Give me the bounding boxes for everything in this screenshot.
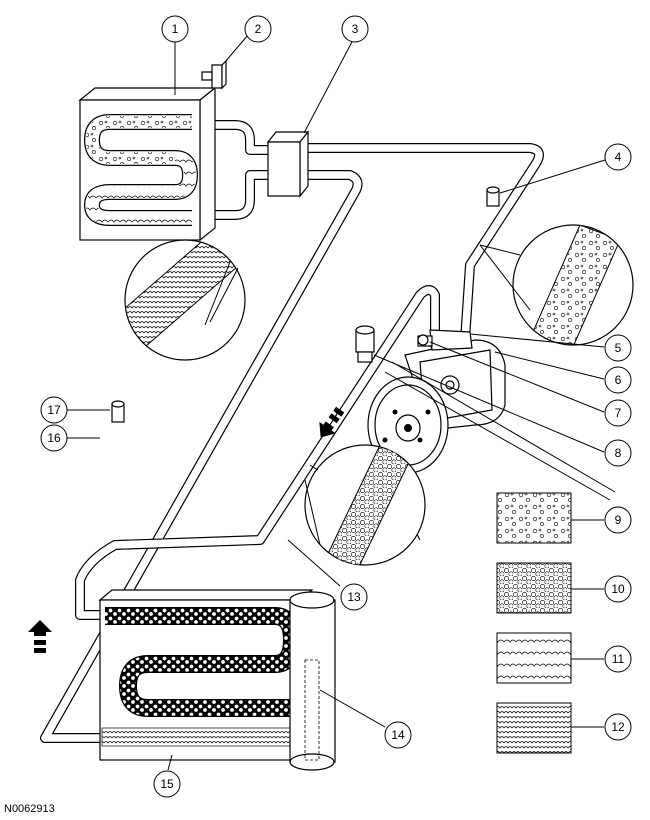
callout-number: 16 xyxy=(47,431,61,445)
callout-17: 17 xyxy=(40,396,68,424)
callout-number: 11 xyxy=(612,652,625,666)
magnifier-liquid-line xyxy=(124,239,246,361)
callout-10: 10 xyxy=(604,575,632,603)
callout-number: 5 xyxy=(615,341,622,355)
condenser-fitting xyxy=(201,59,227,90)
flow-direction-arrow xyxy=(319,406,345,438)
service-port-low xyxy=(111,400,125,423)
callout-number: 8 xyxy=(615,446,622,460)
callout-number: 4 xyxy=(615,150,622,164)
callout-number: 14 xyxy=(391,728,405,742)
magnifier-suction-line xyxy=(304,444,426,566)
callout-number: 15 xyxy=(160,777,174,791)
legend-swatch-vapor-high-density xyxy=(496,562,572,614)
callout-number: 9 xyxy=(615,513,622,527)
legend-swatch-vapor-low-density xyxy=(496,492,572,544)
callout-6: 6 xyxy=(604,366,632,394)
legend-swatch-liquid-high xyxy=(496,702,572,754)
legend-swatches xyxy=(496,492,572,754)
callout-3: 3 xyxy=(341,15,369,43)
callout-5: 5 xyxy=(604,334,632,362)
callout-13: 13 xyxy=(340,583,368,611)
service-port-high xyxy=(486,186,500,207)
callout-number: 13 xyxy=(347,590,361,604)
callout-number: 3 xyxy=(352,22,359,36)
callout-number: 10 xyxy=(611,582,625,596)
callout-4: 4 xyxy=(604,143,632,171)
callout-11: 11 xyxy=(604,645,632,673)
leader-lines xyxy=(67,34,606,771)
callout-9: 9 xyxy=(604,506,632,534)
magnifier-discharge-line xyxy=(479,224,634,346)
callout-number: 2 xyxy=(255,22,262,36)
legend-swatch-liquid-low xyxy=(496,632,572,684)
callout-8: 8 xyxy=(604,439,632,467)
callout-number: 12 xyxy=(611,720,625,734)
callout-14: 14 xyxy=(384,721,412,749)
callout-number: 17 xyxy=(47,403,61,417)
callout-16: 16 xyxy=(40,424,68,452)
callout-2: 2 xyxy=(244,15,272,43)
callout-number: 1 xyxy=(172,22,179,36)
callout-number: 6 xyxy=(615,373,622,387)
flow-direction-arrow xyxy=(28,620,52,653)
callout-15: 15 xyxy=(153,770,181,798)
evaporator xyxy=(98,589,336,771)
callout-12: 12 xyxy=(604,713,632,741)
figure-id: N0062913 xyxy=(4,803,55,815)
refrigerant-lines xyxy=(40,120,544,743)
condenser xyxy=(78,86,217,242)
callout-7: 7 xyxy=(604,399,632,427)
callout-number: 7 xyxy=(615,406,622,420)
manifold-block xyxy=(266,130,310,198)
callout-1: 1 xyxy=(161,15,189,43)
